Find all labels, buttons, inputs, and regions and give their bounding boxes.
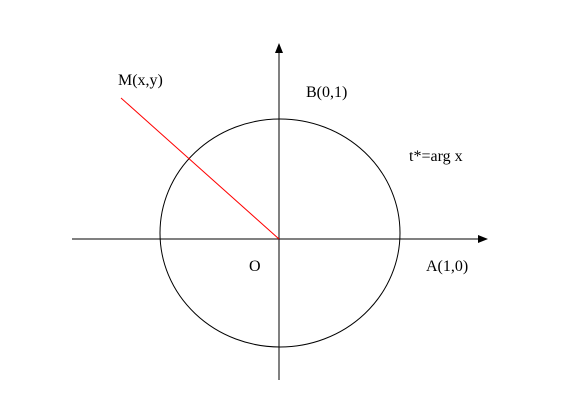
point-m-label: M(x,y) [118, 72, 163, 89]
segment-m-to-origin [120, 97, 280, 240]
unit-circle [159, 118, 401, 348]
point-b-label: B(0,1) [306, 84, 348, 101]
point-a-label: A(1,0) [426, 258, 469, 275]
origin-label: O [249, 258, 261, 275]
formula-label: t*=arg x [409, 148, 463, 165]
